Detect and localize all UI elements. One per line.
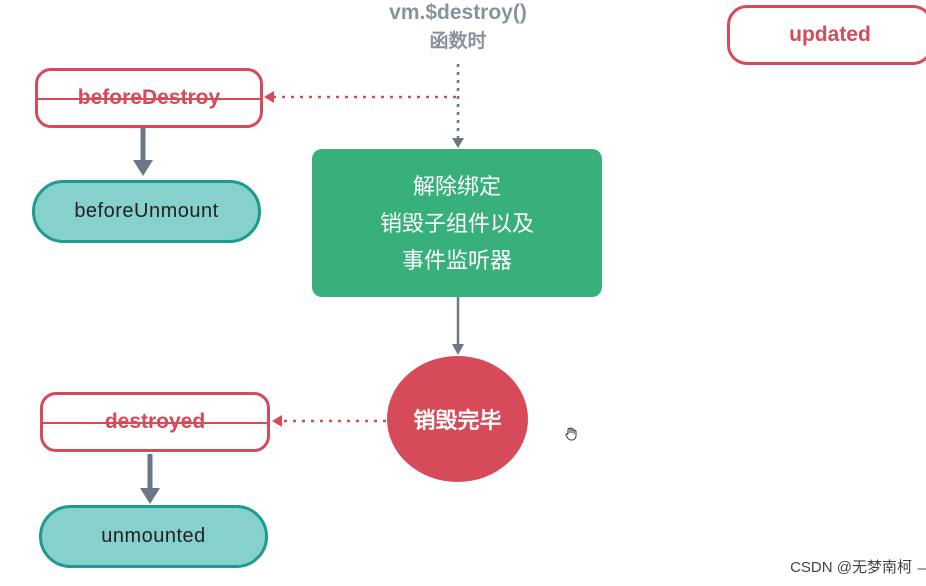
updated-hook: updated: [727, 5, 926, 65]
trigger-call: vm.$destroy(): [389, 1, 527, 24]
trigger-arrowhead: [452, 138, 464, 148]
destroy-complete-node: 销毁完毕: [387, 356, 528, 482]
destroy-complete-label: 销毁完毕: [413, 408, 502, 433]
before-unmount-hook: beforeUnmount: [32, 180, 261, 243]
edge-mark: ‒: [917, 560, 926, 577]
unmounted-label: unmounted: [101, 525, 206, 547]
process-line-2: 销毁子组件以及: [379, 210, 534, 236]
before-destroy-down-arrowhead: [133, 160, 153, 176]
before-unmount-label: beforeUnmount: [74, 200, 219, 222]
hand-pointer-icon: [563, 426, 579, 445]
destroyed-hook: destroyed: [40, 392, 270, 452]
before-destroy-arrowhead: [264, 91, 274, 103]
deprecated-strike: [38, 98, 260, 100]
process-line-1: 解除绑定: [412, 173, 501, 199]
teardown-process: 解除绑定 销毁子组件以及 事件监听器: [312, 149, 602, 297]
trigger-caption: 函数时: [429, 31, 487, 52]
destroyed-down-arrowhead: [140, 488, 160, 504]
deprecated-strike: [43, 422, 267, 424]
process-down-arrowhead: [452, 344, 464, 355]
watermark: CSDN @无梦南柯: [790, 559, 912, 576]
trigger-label: vm.$destroy() 函数时: [350, 0, 566, 58]
destroyed-arrowhead: [272, 415, 282, 427]
before-destroy-hook-label: beforeDestroy: [77, 86, 221, 109]
updated-hook-label: updated: [789, 23, 871, 46]
process-line-3: 事件监听器: [401, 247, 512, 273]
unmounted-hook: unmounted: [39, 505, 268, 568]
before-destroy-hook: beforeDestroy: [35, 68, 263, 128]
destroyed-hook-label: destroyed: [104, 410, 206, 433]
